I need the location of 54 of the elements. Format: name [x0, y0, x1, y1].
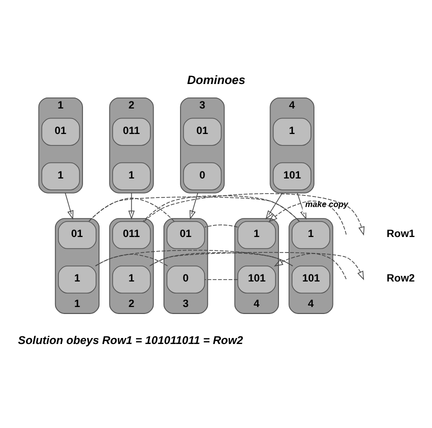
node-box: 01 [166, 221, 204, 250]
node-box: 01 [182, 118, 222, 146]
cluster [38, 97, 82, 194]
node-box: 1 [112, 266, 150, 294]
arrow [64, 192, 73, 220]
node-box: 1 [112, 162, 150, 190]
label: Row2 [386, 272, 414, 285]
node-label: 3 [182, 298, 188, 310]
arrow [265, 200, 346, 235]
node-label: 3 [198, 100, 205, 112]
node-box: 101 [236, 266, 276, 294]
connector [88, 196, 300, 222]
node-box: 1 [40, 162, 80, 190]
cluster [180, 97, 224, 194]
node-box: 1 [291, 221, 330, 250]
node-label: 2 [128, 298, 134, 310]
arrow [143, 193, 364, 236]
caption: Solution obeys Row1 = 101011011 = Row2 [18, 335, 243, 348]
node-label: 4 [253, 298, 260, 310]
node-label: 4 [307, 298, 314, 310]
node-box: 01 [58, 221, 96, 250]
connector [142, 195, 300, 222]
arrow [273, 253, 346, 280]
diagram-title: Dominoes [186, 73, 245, 88]
node-box: 0 [182, 162, 222, 190]
node-box: 1 [58, 266, 96, 294]
node-label: 2 [128, 100, 134, 112]
node-box: 0 [166, 266, 204, 294]
node-box: 011 [112, 221, 150, 250]
cluster [269, 97, 314, 194]
label: Row1 [386, 228, 414, 240]
node-box: 1 [272, 118, 311, 146]
node-box: 011 [112, 118, 150, 146]
edge-label: make copy [304, 199, 348, 210]
node-label: 1 [74, 298, 80, 310]
cluster [108, 218, 154, 314]
node-box: 01 [40, 118, 80, 146]
arrow [265, 192, 282, 222]
cluster [288, 218, 333, 314]
arrow [128, 192, 134, 220]
cluster [108, 97, 154, 194]
arrow [148, 252, 364, 280]
node-box: 1 [236, 221, 276, 250]
node-box: 101 [291, 266, 330, 294]
node-box: 101 [272, 162, 311, 190]
cluster [54, 218, 100, 314]
arrow [189, 192, 198, 220]
connector [204, 279, 238, 280]
node-label: 1 [57, 100, 63, 112]
cluster [234, 218, 278, 314]
connector [204, 224, 238, 228]
cluster [162, 218, 208, 314]
connector [94, 250, 293, 266]
node-label: 4 [288, 100, 294, 112]
